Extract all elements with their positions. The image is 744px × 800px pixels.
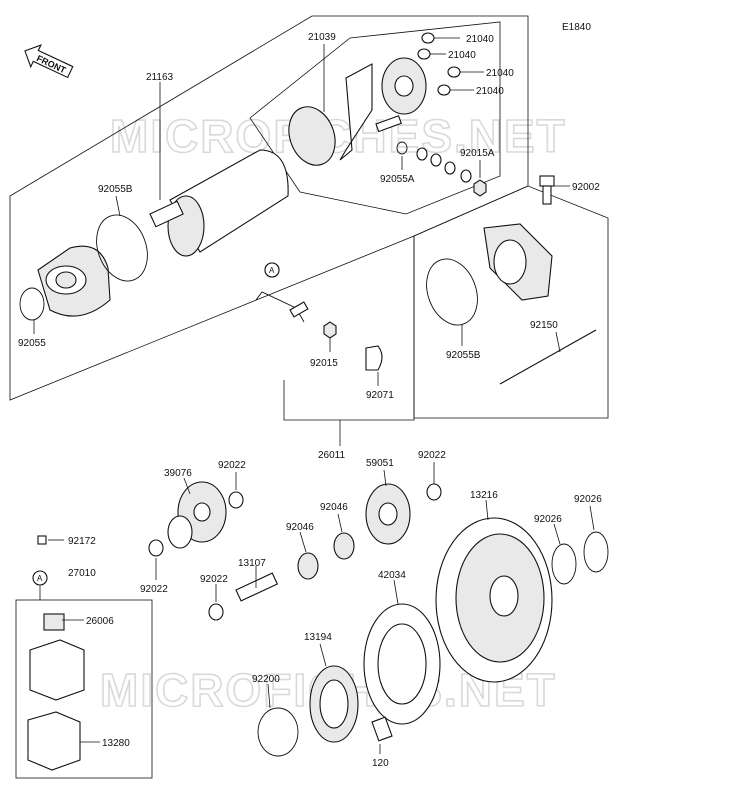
- bolt-92002: [539, 175, 555, 205]
- brush-holder-outline: [249, 21, 501, 215]
- label-92055B-right: 92055B: [446, 350, 481, 361]
- label-21040-b: 21040: [448, 50, 476, 61]
- label-59051: 59051: [366, 458, 394, 469]
- washer-92200: [257, 707, 299, 757]
- label-92071: 92071: [366, 390, 394, 401]
- relay-cover-13280: [27, 711, 81, 771]
- label-13216: 13216: [470, 490, 498, 501]
- label-21040-d: 21040: [476, 86, 504, 97]
- label-92015A: 92015A: [460, 148, 495, 159]
- oring-92055B-left: [96, 214, 148, 282]
- label-92046-b: 92046: [320, 502, 348, 513]
- watermark-top: MICROFICHES.NET: [110, 110, 567, 162]
- label-92022-a: 92022: [218, 460, 246, 471]
- ref-marker-A-lower: [32, 570, 48, 586]
- label-21039: 21039: [308, 32, 336, 43]
- shaft-13107: [235, 572, 279, 602]
- washer-stack: [396, 141, 487, 197]
- label-92046-a: 92046: [286, 522, 314, 533]
- label-92055: 92055: [18, 338, 46, 349]
- label-92150: 92150: [530, 320, 558, 331]
- label-27010: 27010: [68, 568, 96, 579]
- washer-92022-d: [426, 483, 442, 501]
- starter-relay: [29, 639, 85, 701]
- one-way-clutch-13194: [309, 665, 359, 743]
- label-92022-c: 92022: [200, 574, 228, 585]
- label-92055A: 92055A: [380, 174, 415, 185]
- motor-yoke: [149, 149, 289, 257]
- shim-92026-b: [583, 531, 609, 573]
- front-cover: [37, 245, 111, 317]
- nut-21040-set: [417, 32, 461, 96]
- lead-26011-bracket: [283, 236, 415, 421]
- gear-39076: [167, 481, 227, 549]
- diagram-code: E1840: [562, 22, 591, 33]
- label-92055B-top: 92055B: [98, 184, 133, 195]
- washer-92022-c: [208, 603, 224, 621]
- label-13194: 13194: [304, 632, 332, 643]
- oring-92055: [19, 287, 45, 321]
- bearing-92046: [297, 532, 355, 580]
- label-26011: 26011: [318, 450, 346, 461]
- screw-92172: [37, 535, 47, 545]
- label-92022-b: 92022: [140, 584, 168, 595]
- label-92200: 92200: [252, 674, 280, 685]
- label-13107: 13107: [238, 558, 266, 569]
- fuse-26006: [43, 613, 65, 631]
- label-13280: 13280: [102, 738, 130, 749]
- ref-marker-A-upper: [264, 262, 280, 278]
- gear-59051: [365, 483, 411, 545]
- label-21040-a: 21040: [466, 34, 494, 45]
- label-26006: 26006: [86, 616, 114, 627]
- rear-cover: [483, 223, 553, 301]
- label-39076: 39076: [164, 468, 192, 479]
- washer-92022-b: [148, 539, 164, 557]
- brush-holder: [288, 57, 427, 166]
- label-92015: 92015: [310, 358, 338, 369]
- label-92172: 92172: [68, 536, 96, 547]
- leader-lines: [33, 37, 595, 754]
- oring-92055B-right: [426, 258, 478, 326]
- ref-label-A-lower: A: [37, 574, 43, 583]
- label-92026-b: 92026: [574, 494, 602, 505]
- label-42034: 42034: [378, 570, 406, 581]
- label-92026-a: 92026: [534, 514, 562, 525]
- front-arrow-icon: FRONT: [24, 44, 74, 79]
- bolt-120: [371, 716, 393, 742]
- washer-92022-a: [228, 491, 244, 509]
- label-21040-c: 21040: [486, 68, 514, 79]
- starter-clutch-42034: [363, 603, 441, 725]
- ref-label-A-upper: A: [269, 266, 275, 275]
- flywheel-gear-13216: [435, 517, 553, 683]
- shim-92026-a: [551, 543, 577, 585]
- lead-26011: [255, 262, 383, 371]
- relay-group-box: [15, 599, 153, 779]
- long-bolt-92150: [499, 329, 597, 385]
- rear-cover-outline: [413, 185, 609, 419]
- label-92022-d: 92022: [418, 450, 446, 461]
- label-21163: 21163: [146, 72, 174, 83]
- label-120: 120: [372, 758, 389, 769]
- label-92002: 92002: [572, 182, 600, 193]
